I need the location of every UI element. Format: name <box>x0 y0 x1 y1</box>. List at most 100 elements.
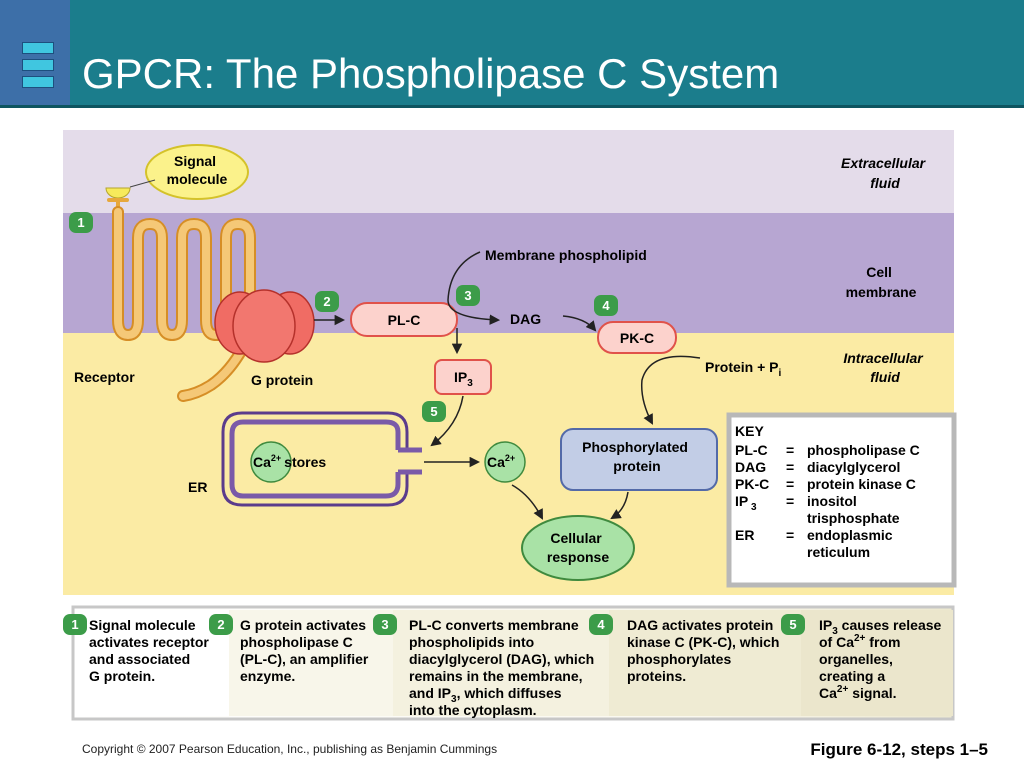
menu-stack-icon <box>22 42 54 92</box>
er-outer-membrane <box>221 411 409 507</box>
step-panel-3 <box>393 610 609 716</box>
key-equals: = <box>786 527 794 543</box>
step-3-line: diacylglycerol (DAG), which <box>409 651 594 667</box>
cellular-response-label: Cellular response <box>547 530 609 565</box>
step-4-line: DAG activates protein <box>627 617 773 633</box>
cell-membrane-label: Cell membrane <box>846 264 917 300</box>
step-5-line: creating a <box>819 668 885 684</box>
svg-text:3: 3 <box>464 288 471 303</box>
step-badge-5 <box>781 614 805 635</box>
step-badge-1 <box>63 614 87 635</box>
svg-text:5: 5 <box>430 404 437 419</box>
signal-ligand <box>105 187 131 199</box>
step-3-line: PL-C converts membrane <box>409 617 579 633</box>
phosphorylated-protein <box>560 428 718 491</box>
key-definition: protein kinase C <box>807 476 916 492</box>
badge-step-2: 2 <box>315 291 339 312</box>
key-definition: inositol <box>807 493 857 509</box>
er-label: ER <box>188 479 207 495</box>
step-3-line: phospholipids into <box>409 634 534 650</box>
arrow-dag-to-pkc <box>562 315 597 332</box>
key-abbr: PK-C <box>735 476 769 492</box>
key-definition: endoplasmic <box>807 527 893 543</box>
key-definition: trisphosphate <box>807 510 900 526</box>
arrow-pkc-to-phosphorylation <box>640 355 701 425</box>
step-2-line: (PL-C), an amplifier <box>240 651 369 667</box>
step-1-line: Signal molecule <box>89 617 196 633</box>
arrow-ip3-to-er <box>430 395 464 447</box>
step-3-line: and IP3, which diffuses <box>409 685 562 705</box>
arrow-ca-to-response <box>511 484 543 520</box>
arrow-phospholipid-to-dag <box>447 251 501 325</box>
step-badge-number: 4 <box>597 617 605 632</box>
figure-caption: Figure 6-12, steps 1–5 <box>810 740 988 759</box>
step-badge-number: 2 <box>217 617 224 632</box>
g-protein-label: G protein <box>251 372 313 388</box>
key-abbr: IP <box>735 493 748 509</box>
cell-membrane-band <box>63 213 954 333</box>
key-equals: = <box>786 459 794 475</box>
badge-step-5: 5 <box>422 401 446 422</box>
key-equals: = <box>786 493 794 509</box>
step-badge-4 <box>589 614 613 635</box>
step-1-line: activates receptor <box>89 634 209 650</box>
step-4-line: kinase C (PK-C), which <box>627 634 779 650</box>
step-badge-2 <box>209 614 233 635</box>
er-membrane <box>229 419 401 499</box>
ligand-pointer-line <box>129 179 156 188</box>
key-abbr: PL-C <box>735 442 768 458</box>
pkc-label: PK-C <box>620 330 654 346</box>
key-equals: = <box>786 442 794 458</box>
step-panel-4 <box>609 610 801 716</box>
badge-step-4: 4 <box>594 295 618 316</box>
pkc-enzyme <box>597 321 677 354</box>
step-badge-number: 5 <box>789 617 796 632</box>
phosphorylated-protein-label: Phosphorylated protein <box>582 439 692 474</box>
protein-pi-label: Protein + Pi <box>705 359 782 379</box>
key-abbr-subscript: 3 <box>751 502 757 513</box>
key-equals: = <box>786 476 794 492</box>
key-abbr: ER <box>735 527 754 543</box>
plc-enzyme <box>350 302 458 337</box>
badge-step-3: 3 <box>456 285 480 306</box>
cellular-response-node <box>521 515 635 581</box>
dag-label: DAG <box>510 311 541 327</box>
step-4-line: phosphorylates <box>627 651 731 667</box>
step-5-line: of Ca2+ from <box>819 633 900 650</box>
step-badge-number: 3 <box>381 617 388 632</box>
plc-label: PL-C <box>388 312 421 328</box>
step-badge-number: 1 <box>71 617 78 632</box>
header-divider <box>0 105 1024 108</box>
key-abbr: DAG <box>735 459 766 475</box>
step-panel-2 <box>229 610 393 716</box>
key-heading: KEY <box>735 423 764 439</box>
step-1-line: G protein. <box>89 668 155 684</box>
signal-molecule-label: Signal molecule <box>167 153 228 187</box>
step-3-line: into the cytoplasm. <box>409 702 537 718</box>
key-definition: reticulum <box>807 544 870 560</box>
step-panel-5 <box>801 610 953 716</box>
svg-text:2: 2 <box>323 294 330 309</box>
svg-text:4: 4 <box>602 298 610 313</box>
step-5-line: organelles, <box>819 651 893 667</box>
key-definition: diacylglycerol <box>807 459 900 475</box>
intracellular-label: Intracellular fluid <box>843 350 926 385</box>
title-bar <box>0 0 1024 105</box>
copyright-text: Copyright © 2007 Pearson Education, Inc.… <box>82 742 498 756</box>
key-entries: PL-C = phospholipase C DAG = diacylglycerolPK… <box>735 442 920 560</box>
membrane-phospholipid-label: Membrane phospholipid <box>485 247 647 263</box>
ca-stores-label: Ca2+stores <box>253 453 326 470</box>
step-1-line: and associated <box>89 651 190 667</box>
svg-text:1: 1 <box>77 215 84 230</box>
key-box <box>726 412 957 588</box>
step-2-line: enzyme. <box>240 668 295 684</box>
badge-step-1: 1 <box>69 212 93 233</box>
step-5-line: Ca2+ signal. <box>819 684 897 701</box>
step-badge-3 <box>373 614 397 635</box>
arrow-protein-to-response <box>610 491 629 520</box>
key-definition: phospholipase C <box>807 442 920 458</box>
signal-molecule <box>145 144 249 200</box>
ip3-label: IP3 <box>454 369 473 389</box>
